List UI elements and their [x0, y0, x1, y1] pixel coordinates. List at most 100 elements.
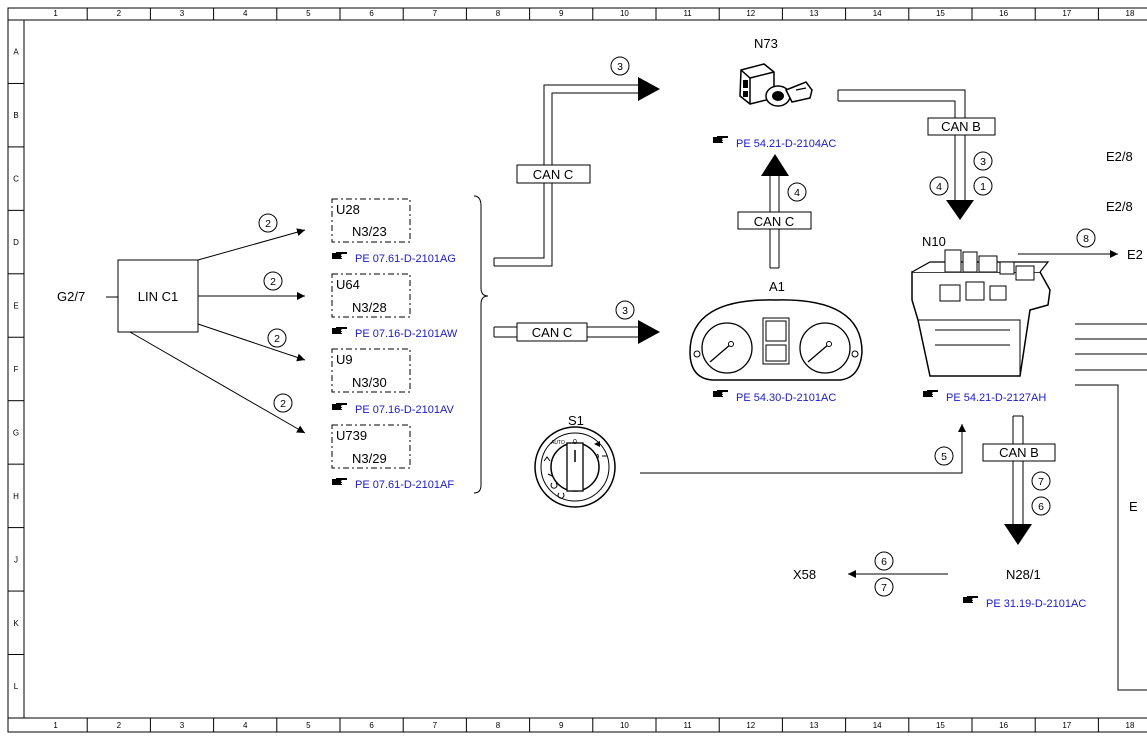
svg-text:3: 3: [980, 156, 986, 168]
svg-text:N3/30: N3/30: [352, 375, 387, 390]
column-label: 6: [369, 721, 374, 730]
svg-text:5: 5: [941, 451, 947, 463]
step-2-d: 2: [273, 393, 293, 413]
e-label-right: E: [1129, 499, 1138, 514]
ref-u64[interactable]: PE 07.16-D-2101AW: [332, 327, 458, 340]
svg-text:U64: U64: [336, 277, 360, 292]
can-c-path-mid: CAN C: [493, 320, 660, 344]
row-label: K: [13, 619, 19, 628]
ref-n28-1[interactable]: PE 31.19-D-2101AC: [963, 596, 1086, 610]
ref-u9[interactable]: PE 07.16-D-2101AV: [332, 403, 455, 416]
pointing-hand-icon: [963, 596, 978, 603]
column-label: 8: [496, 721, 501, 730]
svg-text:1: 1: [980, 181, 986, 193]
u64-box: U64 N3/28: [331, 273, 411, 318]
step-6-a: 6: [1031, 496, 1051, 516]
svg-text:3: 3: [622, 305, 628, 317]
column-label: 4: [243, 721, 248, 730]
drawing-frame: [7, 7, 1147, 733]
step-7-b: 7: [874, 577, 894, 597]
column-label: 11: [683, 721, 692, 730]
x58-label: X58: [793, 567, 816, 582]
pointing-hand-icon: [923, 390, 938, 397]
column-label: 3: [180, 721, 185, 730]
step-8-a: 8: [1076, 228, 1096, 248]
column-label: 10: [620, 9, 629, 18]
svg-text:PE 07.61-D-2101AG: PE 07.61-D-2101AG: [355, 253, 456, 265]
column-label: 9: [559, 721, 564, 730]
column-label: 3: [180, 9, 185, 18]
step-7-a: 7: [1031, 471, 1051, 491]
u739-box: U739 N3/29: [331, 424, 411, 469]
svg-text:AUTO: AUTO: [551, 440, 565, 446]
svg-text:PE 54.21-D-2127AH: PE 54.21-D-2127AH: [946, 392, 1046, 404]
can-b-path-bottom: CAN B: [982, 415, 1056, 545]
column-label: 13: [810, 9, 819, 18]
can-c-path-top: CAN C: [493, 77, 660, 267]
u9-box: U9 N3/30: [331, 348, 411, 393]
column-label: 5: [306, 721, 311, 730]
g2-7-generator: G2/7: [57, 289, 118, 304]
step-4-b: 4: [929, 176, 949, 196]
column-label: 18: [1126, 721, 1135, 730]
svg-text:2: 2: [265, 218, 271, 230]
can-b-top-label: CAN B: [941, 119, 981, 134]
row-label: C: [13, 175, 19, 184]
row-label: A: [13, 48, 19, 57]
pointing-hand-icon: [332, 327, 347, 334]
ignition-switch-icon: [739, 63, 813, 107]
ref-n73[interactable]: PE 54.21-D-2104AC: [713, 136, 836, 150]
svg-text:PE 31.19-D-2101AC: PE 31.19-D-2101AC: [986, 598, 1086, 610]
column-label: 11: [683, 9, 692, 18]
column-label: 4: [243, 9, 248, 18]
ref-u28[interactable]: PE 07.61-D-2101AG: [332, 252, 456, 265]
can-c-mid-label: CAN C: [532, 325, 572, 340]
can-c-up-label: CAN C: [754, 214, 794, 229]
svg-text:PE 54.30-D-2101AC: PE 54.30-D-2101AC: [736, 392, 836, 404]
column-label: 12: [746, 9, 755, 18]
group-brace: [473, 195, 489, 494]
ref-u739[interactable]: PE 07.61-D-2101AF: [332, 478, 454, 491]
column-label: 1: [53, 721, 58, 730]
step-3-b: 3: [615, 300, 635, 320]
column-label: 9: [559, 9, 564, 18]
svg-text:U9: U9: [336, 352, 353, 367]
svg-text:N3/29: N3/29: [352, 451, 387, 466]
ref-a1[interactable]: PE 54.30-D-2101AC: [713, 390, 836, 404]
s1-label: S1: [568, 413, 584, 428]
step-4-a: 4: [787, 182, 807, 202]
pointing-hand-icon: [332, 403, 347, 410]
column-label: 2: [117, 721, 122, 730]
signal-acquisition-module-icon: [911, 249, 1051, 377]
ref-n10[interactable]: PE 54.21-D-2127AH: [923, 390, 1046, 404]
svg-text:4: 4: [794, 187, 800, 199]
lin-arrows: [129, 228, 306, 434]
s1-to-n10-path: [640, 424, 966, 474]
svg-text:U739: U739: [336, 428, 367, 443]
n10-label: N10: [922, 234, 946, 249]
svg-text:PE 07.16-D-2101AV: PE 07.16-D-2101AV: [355, 404, 455, 416]
column-label: 15: [936, 721, 945, 730]
step-2-b: 2: [263, 271, 283, 291]
column-label: 10: [620, 721, 629, 730]
column-label: 7: [433, 721, 438, 730]
step-2-c: 2: [267, 328, 287, 348]
pointing-hand-icon: [713, 390, 728, 397]
pointing-hand-icon: [332, 478, 347, 485]
column-label: 17: [1062, 721, 1071, 730]
svg-text:PE 54.21-D-2104AC: PE 54.21-D-2104AC: [736, 138, 836, 150]
svg-text:3: 3: [617, 61, 623, 73]
row-label: E: [13, 302, 18, 311]
svg-text:6: 6: [1038, 501, 1044, 513]
step-5-a: 5: [934, 446, 954, 466]
column-label: 17: [1062, 9, 1071, 18]
column-label: 2: [117, 9, 122, 18]
a1-label: A1: [769, 279, 785, 294]
pointing-hand-icon: [713, 136, 728, 143]
u28-box: U28 N3/23: [331, 198, 411, 243]
column-label: 16: [999, 9, 1008, 18]
can-c-top-label: CAN C: [533, 167, 573, 182]
svg-text:PE 07.61-D-2101AF: PE 07.61-D-2101AF: [355, 479, 454, 491]
